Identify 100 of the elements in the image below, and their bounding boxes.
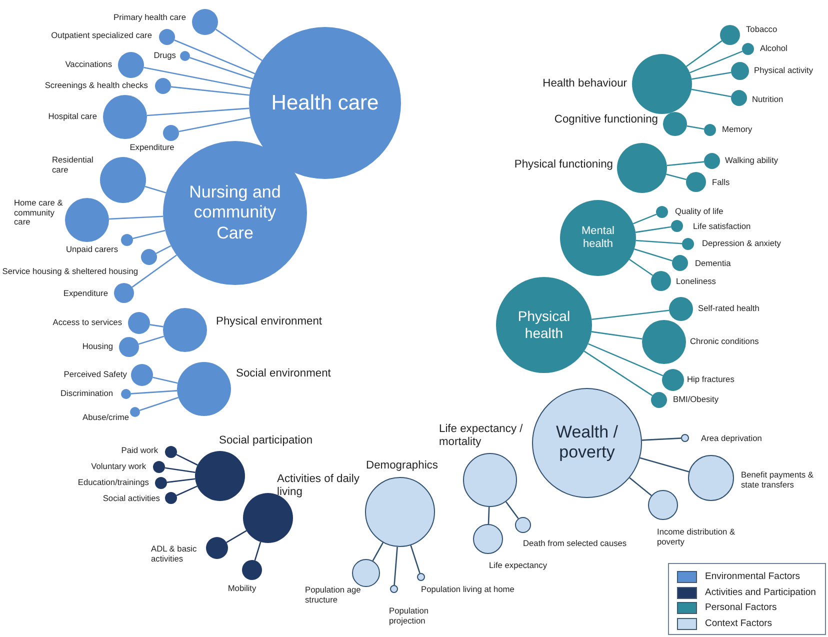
- connector-line: [144, 186, 166, 194]
- legend-label: Personal Factors: [705, 602, 777, 613]
- node-label: Voluntary work: [91, 462, 146, 472]
- node-label: Primary health care: [114, 13, 186, 23]
- connector-line: [254, 542, 262, 561]
- node-label: Education/trainings: [78, 478, 149, 488]
- node-label: Perceived Safety: [64, 370, 127, 380]
- connector-line: [156, 245, 172, 254]
- connector-line: [666, 174, 686, 180]
- connector-line: [176, 454, 198, 466]
- node-title: Activities of daily living: [277, 473, 360, 499]
- connector-line: [140, 396, 179, 412]
- connector-line: [170, 86, 250, 96]
- node-label: Social activities: [102, 494, 160, 504]
- connector-line: [686, 125, 704, 130]
- node-label: Access to services: [52, 318, 122, 328]
- connector-line: [632, 214, 657, 224]
- connector-line: [410, 545, 420, 574]
- node-title: Wealth / poverty: [554, 422, 620, 464]
- node-label: Population living at home: [421, 585, 514, 595]
- legend-label: Context Factors: [705, 618, 772, 628]
- connector-line: [584, 350, 653, 396]
- connector-line: [138, 336, 164, 345]
- connector-line: [629, 258, 654, 276]
- node-label: Mobility: [228, 584, 256, 594]
- node-label: BMI/Obesity: [673, 395, 719, 405]
- node-title: Physical environment: [216, 316, 322, 328]
- node-label: Screenings & health checks: [44, 81, 148, 91]
- node-title: Mental health: [580, 224, 616, 252]
- node-label: Service housing & sheltered housing: [2, 267, 138, 277]
- connector-line: [692, 72, 732, 80]
- node-title: Cognitive functioning: [554, 114, 658, 126]
- node-title: Social environment: [236, 368, 331, 380]
- node-label: Nutrition: [752, 95, 784, 105]
- connector-line: [144, 66, 251, 90]
- connector-line: [130, 390, 178, 394]
- connector-line: [634, 248, 672, 262]
- connector-line: [215, 28, 262, 62]
- node-label: Income distribution & poverty: [657, 527, 736, 547]
- connector-line: [690, 50, 743, 74]
- node-label: Abuse/crime: [82, 413, 129, 423]
- node-title: Life expectancy / mortality: [439, 423, 524, 449]
- node-title: Nursing and community Care: [188, 182, 282, 244]
- connector-line: [150, 324, 164, 328]
- node-label: Death from selected causes: [523, 539, 627, 549]
- node-label: Housing: [82, 342, 113, 352]
- node-label: Population age structure: [305, 585, 362, 605]
- node-label: Alcohol: [760, 44, 788, 54]
- connector-line: [691, 88, 732, 98]
- node-label: Hospital care: [48, 112, 97, 122]
- node-label: Tobacco: [746, 25, 778, 35]
- node-label: Drugs: [154, 51, 176, 61]
- connector-line: [592, 310, 670, 320]
- connector-line: [178, 116, 251, 132]
- node-title: Demographics: [366, 460, 438, 472]
- node-title: Social participation: [219, 434, 313, 448]
- legend-label: Environmental Factors: [705, 571, 800, 582]
- node-label: ADL & basic activities: [151, 544, 198, 564]
- connector-line: [505, 501, 519, 519]
- connector-line: [176, 486, 198, 496]
- node-title: Health behaviour: [542, 78, 627, 90]
- node-label: Population projection: [389, 606, 430, 626]
- node-label: Memory: [722, 125, 752, 135]
- connector-line: [640, 457, 690, 472]
- node-label: Outpatient specialized care: [51, 31, 152, 41]
- connector-line: [164, 467, 196, 474]
- connector-line: [152, 376, 178, 384]
- node-label: Depression & anxiety: [702, 239, 781, 249]
- node-label: Chronic conditions: [690, 337, 759, 347]
- node-label: Unpaid carers: [66, 245, 118, 255]
- connector-line: [488, 506, 490, 524]
- node-label: Walking ability: [725, 156, 778, 166]
- node-label: Quality of life: [675, 207, 724, 217]
- connector-line: [591, 331, 642, 340]
- node-label: Expenditure: [63, 289, 108, 299]
- connector-line: [394, 546, 398, 586]
- node-label: Benefit payments & state transfers: [741, 470, 814, 490]
- node-label: Dementia: [695, 259, 731, 269]
- connector-line: [132, 254, 177, 288]
- connector-line: [190, 56, 254, 80]
- node-label: Life expectancy: [488, 561, 548, 571]
- connector-line: [174, 40, 256, 74]
- node-label: Hip fractures: [687, 375, 734, 385]
- connector-line: [686, 40, 722, 68]
- node-label: Area deprivation: [701, 434, 762, 444]
- connector-line: [642, 438, 682, 441]
- connector-line: [108, 216, 164, 220]
- node-label: Paid work: [121, 446, 158, 456]
- node-label: Falls: [712, 178, 730, 188]
- node-title: Physical health: [516, 308, 572, 342]
- connector-line: [166, 478, 196, 483]
- node-label: Loneliness: [676, 277, 716, 287]
- connector-line: [226, 530, 247, 543]
- connector-line: [666, 161, 704, 166]
- connector-line: [132, 230, 166, 240]
- legend-label: Activities and Participation: [705, 586, 816, 598]
- node-label: Expenditure: [130, 143, 174, 153]
- node-label: Vaccinations: [65, 60, 112, 70]
- node-label: Physical activity: [754, 66, 813, 76]
- connector-line: [636, 240, 682, 244]
